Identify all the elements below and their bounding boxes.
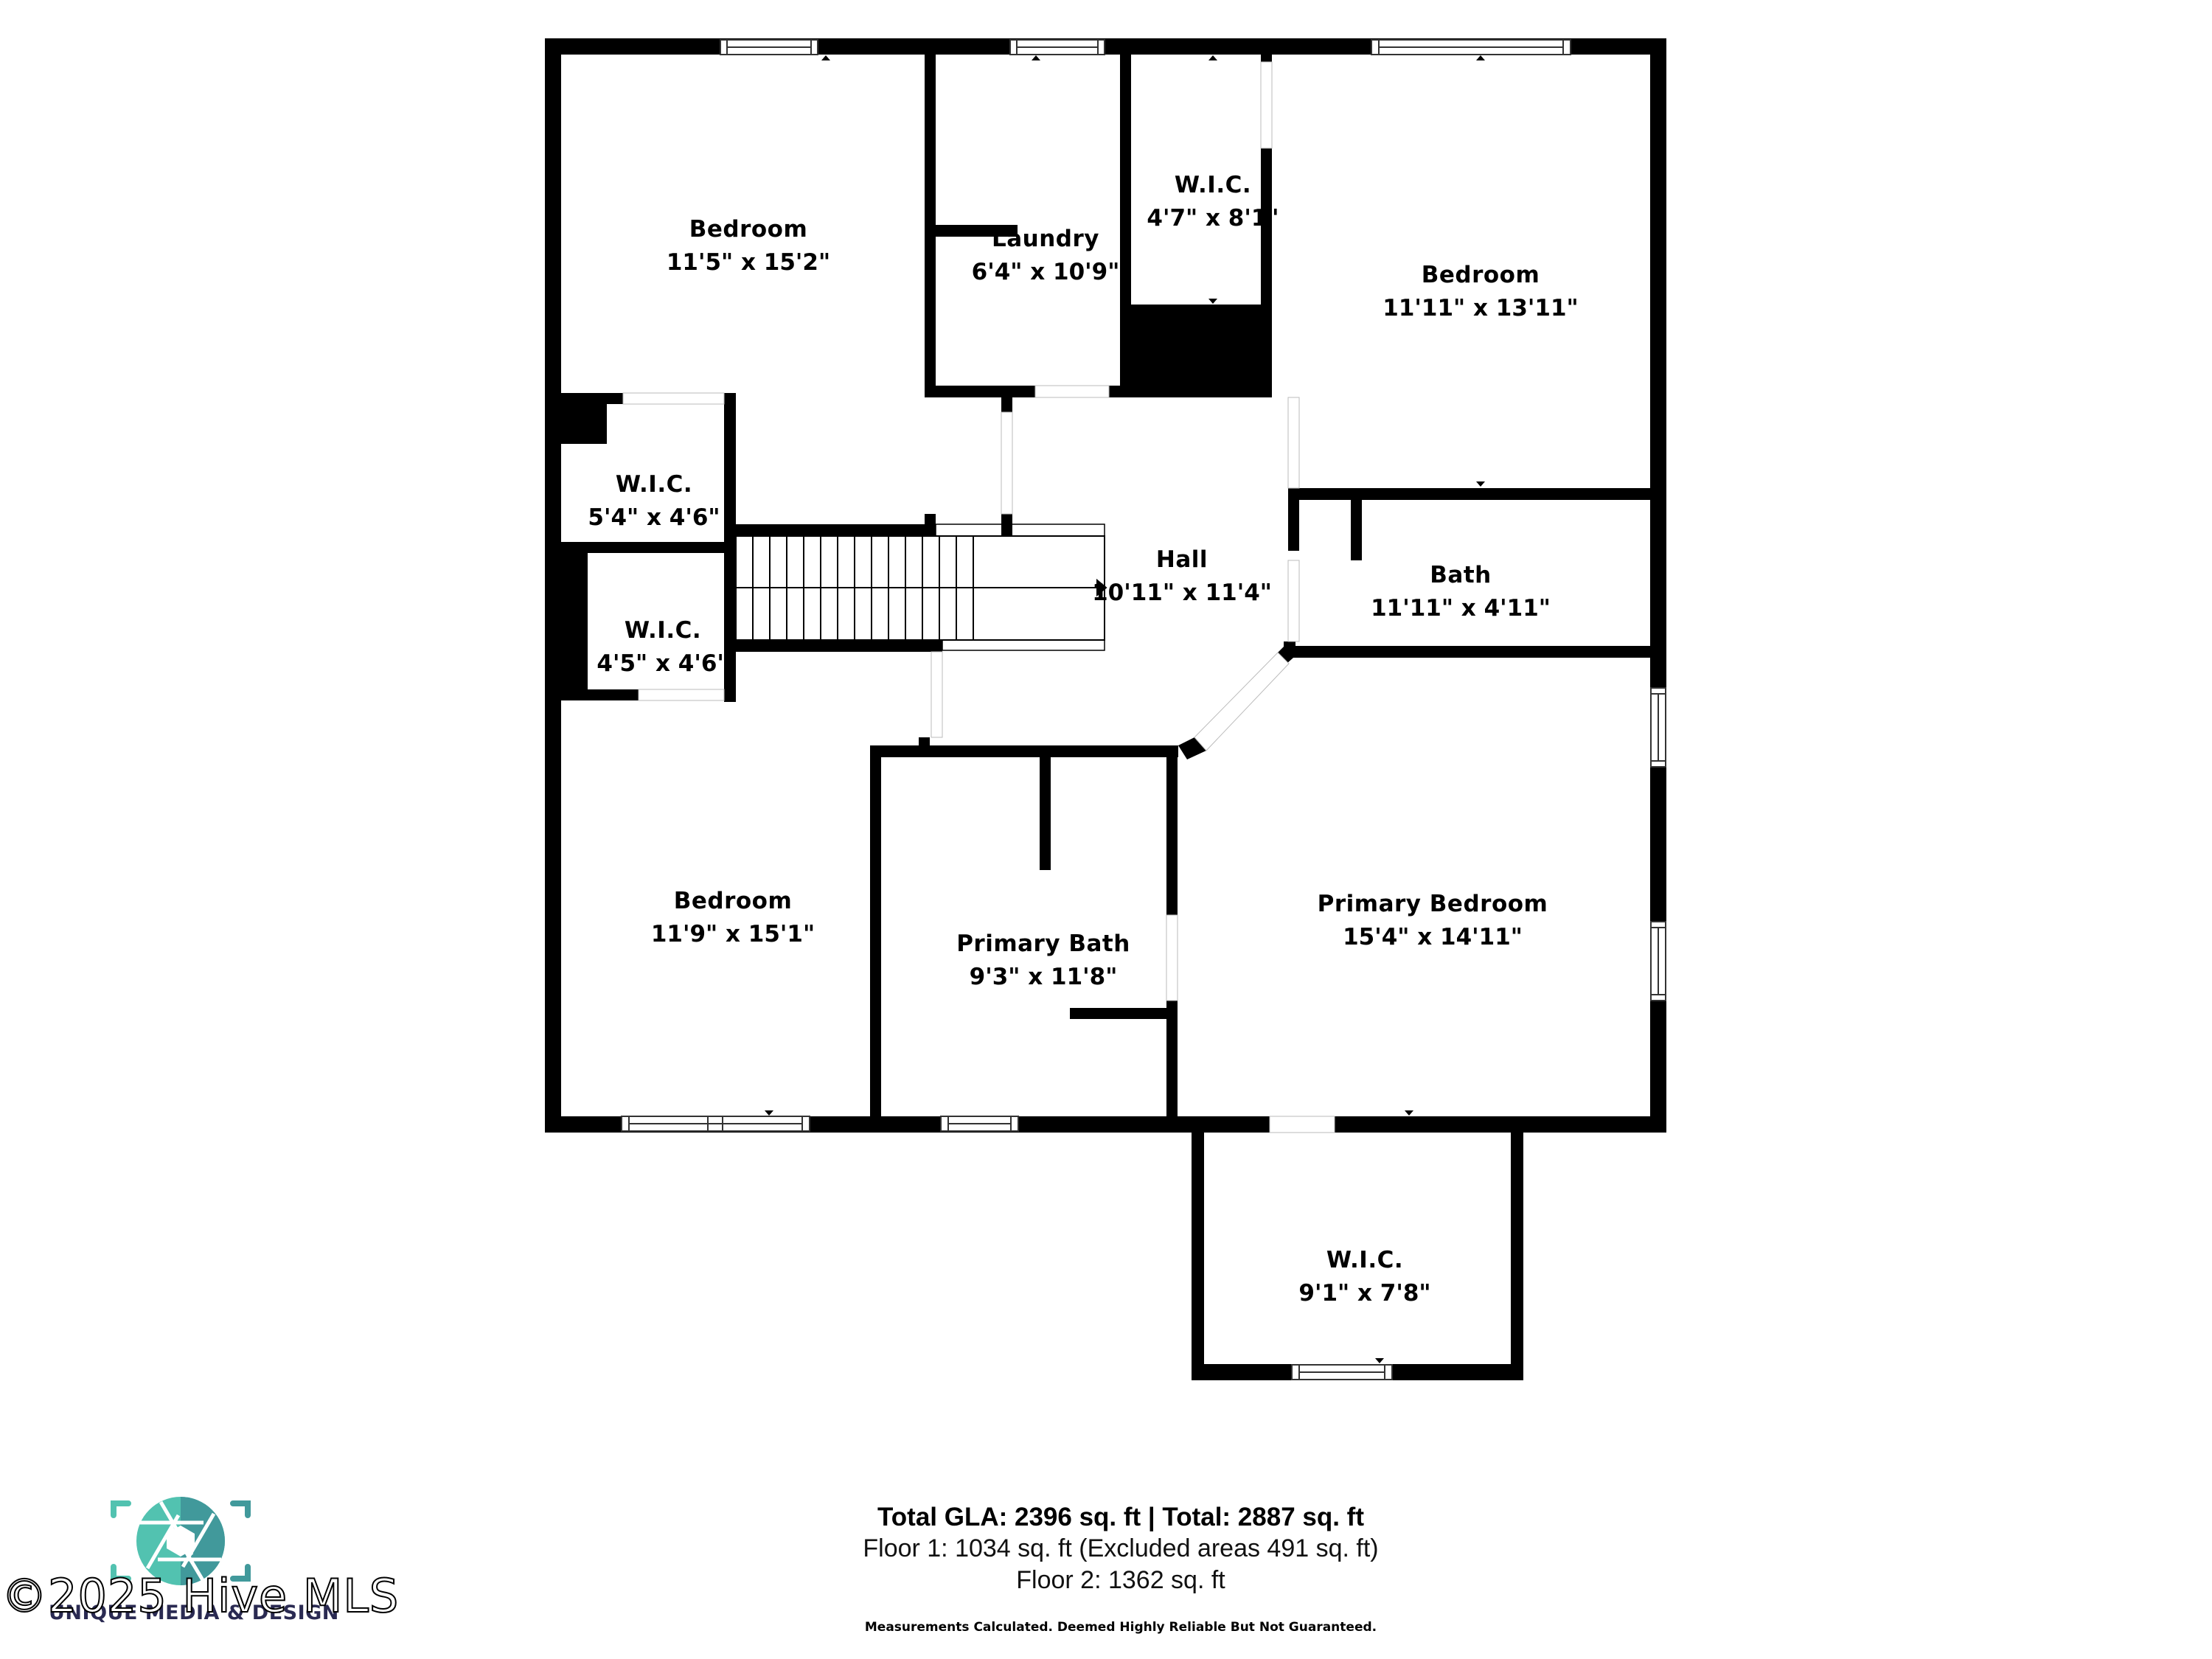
room-name: Primary Bath: [956, 931, 1130, 957]
wall: [1001, 514, 1012, 536]
wall: [1261, 148, 1272, 397]
room-label-wic-primary: W.I.C. 9'1" x 7'8": [1298, 1249, 1430, 1305]
wall: [870, 745, 881, 1124]
wall-block: [1120, 305, 1272, 397]
room-label-primary-bath: Primary Bath 9'3" x 11'8": [956, 933, 1130, 989]
wall: [925, 514, 936, 536]
room-dimensions: 9'3" x 11'8": [969, 964, 1118, 990]
copyright-watermark: ©2025 Hive MLS: [1, 1568, 400, 1624]
wall: [1335, 1116, 1523, 1133]
wall-block: [561, 553, 588, 689]
door-opening: [931, 651, 943, 738]
room-dimensions: 15'4" x 14'11": [1343, 924, 1523, 950]
window: [1009, 39, 1105, 55]
wall: [1166, 1001, 1178, 1126]
wall: [1192, 1133, 1204, 1380]
wall: [1192, 1116, 1270, 1133]
wall: [1001, 397, 1012, 412]
wall: [1166, 757, 1178, 915]
wall: [1261, 55, 1272, 62]
room-dimensions: 11'9" x 15'1": [650, 921, 815, 947]
door-opening: [1034, 385, 1110, 398]
room-label-wic-top: W.I.C. 4'7" x 8'1": [1147, 174, 1279, 230]
wall: [1511, 1133, 1523, 1380]
room-dimensions: 5'4" x 4'6": [588, 504, 720, 531]
floor1-area: Floor 1: 1034 sq. ft (Excluded areas 491…: [863, 1534, 1379, 1562]
room-name: Hall: [1155, 546, 1208, 573]
room-name: W.I.C.: [1174, 172, 1252, 198]
staircase: [735, 524, 1107, 651]
room-name: Laundry: [992, 226, 1099, 252]
door-opening: [1194, 652, 1290, 751]
room-dimensions: 4'5" x 4'6": [597, 650, 729, 677]
window: [621, 1116, 810, 1132]
wall: [736, 524, 931, 536]
room-name: W.I.C.: [1326, 1247, 1404, 1273]
total-area-summary: Total GLA: 2396 sq. ft | Total: 2887 sq.…: [877, 1503, 1364, 1531]
room-dimensions: 6'4" x 10'9": [971, 259, 1120, 285]
door-opening: [1287, 397, 1300, 489]
room-label-wic-left-upper: W.I.C. 5'4" x 4'6": [588, 473, 720, 529]
wall-block: [561, 404, 607, 444]
window: [1291, 1364, 1393, 1380]
disclaimer: Measurements Calculated. Deemed Highly R…: [864, 1620, 1377, 1635]
measurement-ticks: [765, 55, 1485, 1363]
door-opening: [638, 689, 725, 701]
window: [720, 39, 818, 55]
window: [940, 1116, 1019, 1132]
room-label-hall: Hall 10'11" x 11'4": [1092, 549, 1272, 605]
wall: [919, 737, 930, 745]
camera-aperture-icon: [111, 1497, 251, 1585]
room-name: Bedroom: [1421, 262, 1540, 288]
room-label-primary-bedroom: Primary Bedroom 15'4" x 14'11": [1318, 893, 1548, 949]
room-dimensions: 9'1" x 7'8": [1298, 1280, 1431, 1307]
door-opening: [1287, 560, 1300, 642]
room-dimensions: 4'7" x 8'1": [1147, 205, 1279, 232]
room-label-bedroom-nw: Bedroom 11'5" x 15'2": [667, 218, 830, 274]
wall: [736, 640, 942, 652]
wall: [1288, 488, 1299, 551]
wall: [936, 225, 1018, 237]
stair-arrow-icon: [1096, 578, 1107, 597]
room-name: Primary Bedroom: [1317, 891, 1548, 917]
window: [1650, 687, 1666, 768]
wall: [1351, 500, 1362, 560]
window: [1371, 39, 1571, 55]
room-dimensions: 11'5" x 15'2": [666, 249, 831, 276]
room-dimensions: 11'11" x 4'11": [1371, 595, 1551, 622]
room-name: Bath: [1430, 562, 1492, 588]
door-opening: [622, 392, 725, 405]
room-label-wic-left-lower: W.I.C. 4'5" x 4'6": [597, 619, 728, 675]
floor2-area: Floor 2: 1362 sq. ft: [1016, 1566, 1225, 1594]
room-name: W.I.C.: [615, 471, 693, 498]
wall: [561, 689, 639, 700]
wall: [931, 640, 942, 649]
wall-right: [1650, 38, 1666, 1133]
company-name: UNIQUE MEDIA & DESIGN: [49, 1601, 339, 1624]
room-name: W.I.C.: [624, 617, 702, 644]
room-name: Bedroom: [673, 888, 793, 914]
window: [1650, 921, 1666, 1001]
wall: [870, 745, 1178, 757]
room-label-laundry: Laundry 6'4" x 10'9": [972, 228, 1120, 284]
door-opening: [1269, 1116, 1335, 1133]
door-opening: [1260, 61, 1273, 149]
wall: [1070, 1008, 1166, 1019]
room-label-bath: Bath 11'11" x 4'11": [1371, 564, 1551, 620]
wall: [561, 542, 736, 553]
door-opening: [1166, 914, 1178, 1001]
room-dimensions: 11'11" x 13'11": [1382, 295, 1579, 321]
room-dimensions: 10'11" x 11'4": [1092, 580, 1272, 606]
wall: [561, 393, 623, 404]
wall-left: [545, 38, 561, 1133]
room-label-bedroom-ne: Bedroom 11'11" x 13'11": [1382, 264, 1578, 320]
door-opening: [1001, 411, 1013, 515]
room-label-bedroom-sw: Bedroom 11'9" x 15'1": [651, 890, 815, 946]
room-name: Bedroom: [689, 216, 808, 243]
wall: [925, 55, 936, 397]
wall: [1288, 646, 1650, 658]
wall: [1288, 488, 1650, 500]
wall: [925, 386, 1035, 397]
wall: [1040, 757, 1051, 870]
